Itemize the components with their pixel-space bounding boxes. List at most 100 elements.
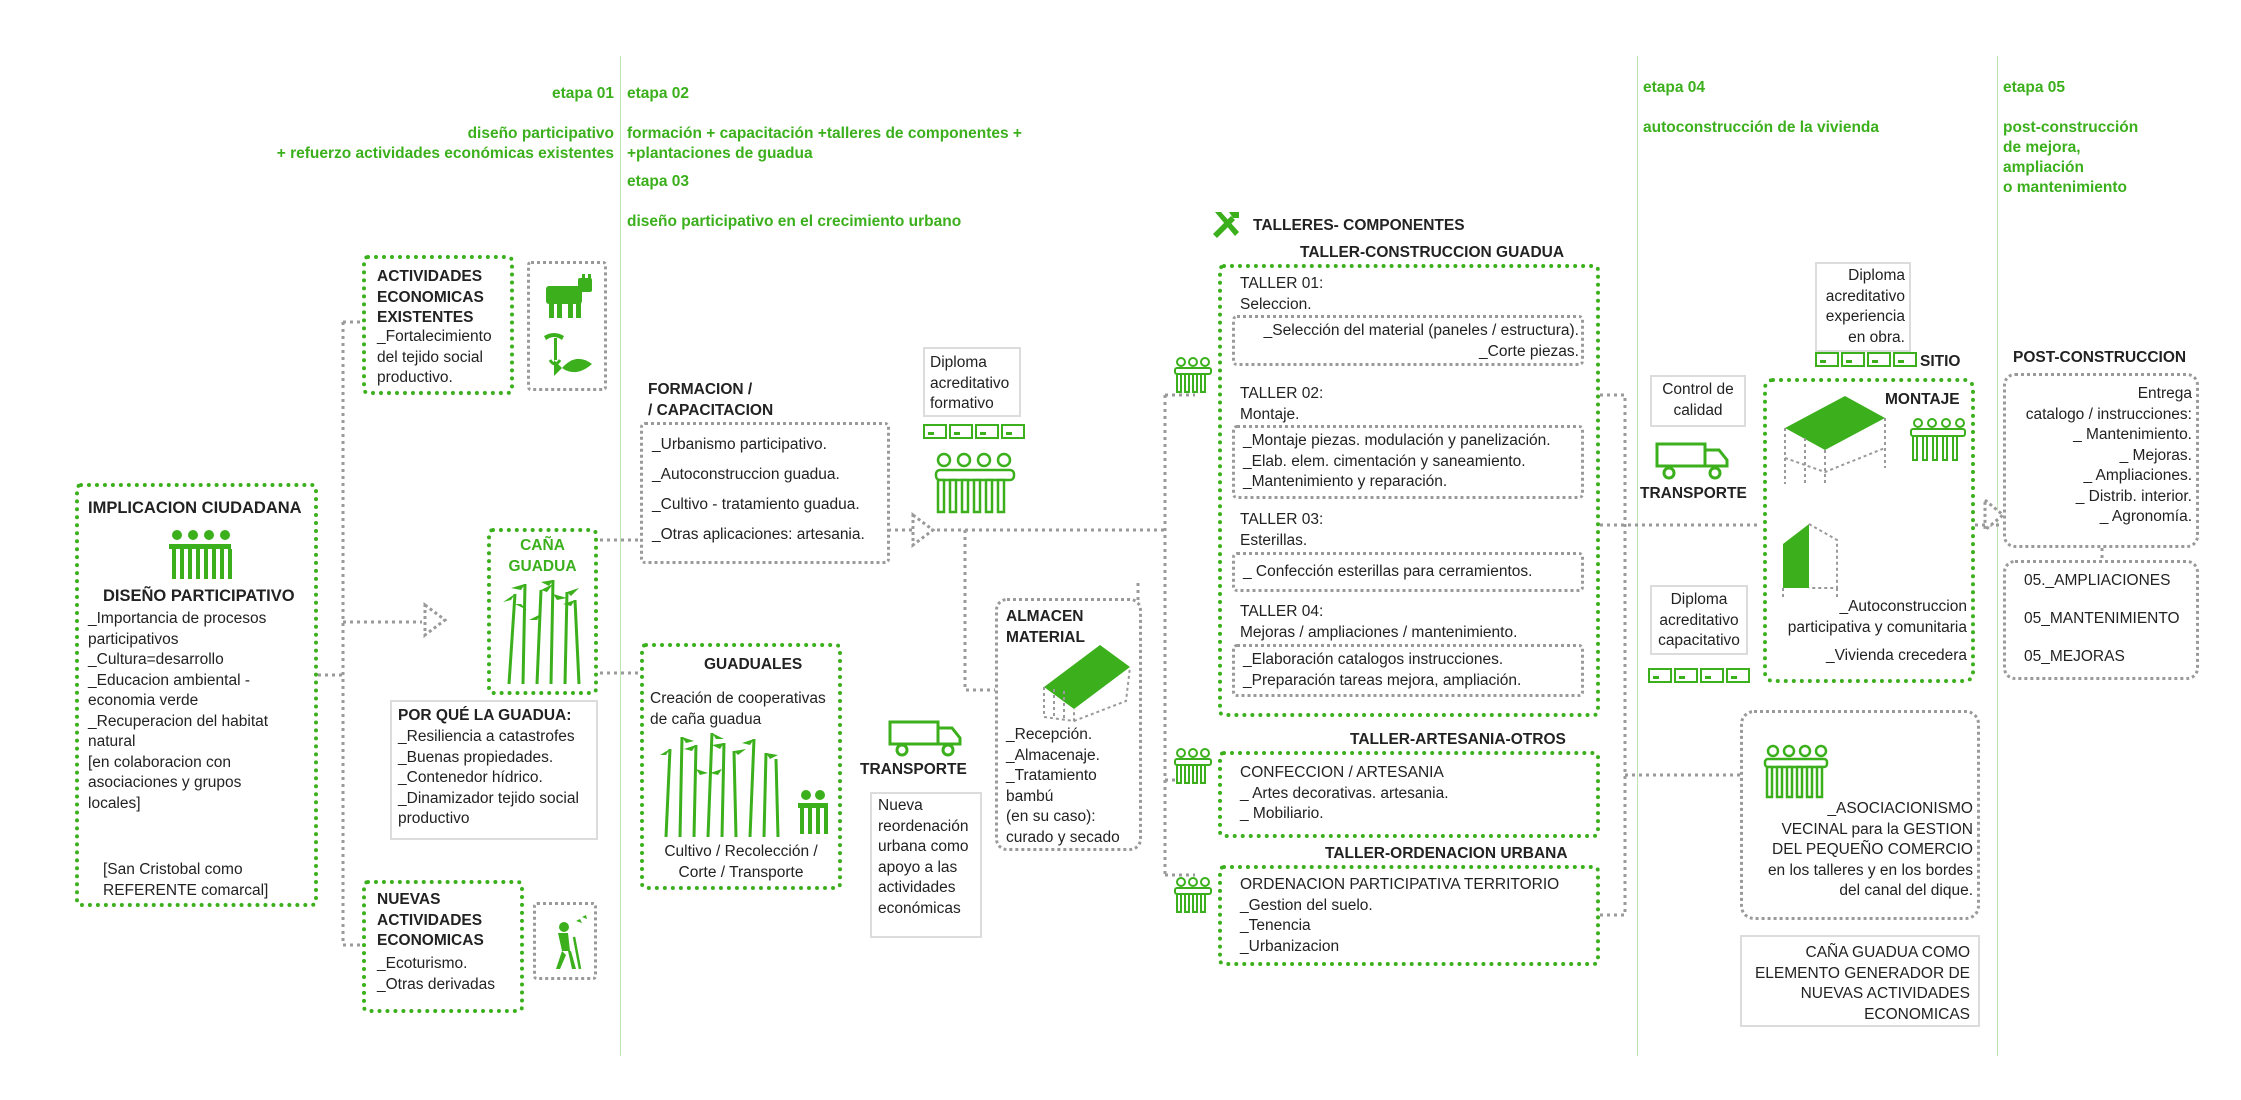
cow-icon [546,274,592,318]
stage-01-number: etapa 01 [551,85,614,102]
stage-05-heading: etapa 05 post-construcción de mejora, am… [2003,58,2223,218]
post-items-box: 05._AMPLIACIONES 05_MANTENIMIENTO 05_MEJ… [2003,560,2199,680]
diploma-icons [923,424,1025,439]
cana-generador-box: CAÑA GUADUA COMO ELEMENTO GENERADOR DE N… [1740,935,1980,1027]
post-item: 05_MANTENIMIENTO [2024,610,2180,627]
por-que-body: _Resiliencia a catastrofes _Buenas propi… [398,728,579,827]
workers-icon [1174,877,1212,913]
workers-icon [1910,418,1966,461]
almacen-material-box: ALMACEN MATERIAL _Recepción. _Almacenaje… [995,598,1142,851]
cana-guadua-title: CAÑA GUADUA [508,537,577,575]
taller-04-items: _Elaboración catalogos instrucciones. _P… [1243,651,1522,689]
montaje-body-1: _Autoconstruccion participativa y comuni… [1787,598,1967,636]
stage-01-heading: etapa 01 diseño participativo + refuerzo… [190,64,614,184]
implicacion-body: _Importancia de procesos participativos … [88,610,269,812]
ecotourism-icon-box [533,902,597,980]
implicacion-footer: [San Cristobal como REFERENTE comarcal] [103,861,269,899]
taller-03-items-box: _ Confección esterillas para cerramiento… [1232,552,1584,592]
post-construccion-box: Entrega catalogo / instrucciones: _ Mant… [2003,373,2199,548]
stage-05-text: post-construcción de mejora, ampliación … [2003,119,2139,196]
nueva-reordenacion-box: Nueva reordenación urbana como apoyo a l… [870,792,982,938]
nueva-reordenacion-text: Nueva reordenación urbana como apoyo a l… [878,797,969,917]
asociacionismo-text: _ASOCIACIONISMO VECINAL para la GESTION … [1767,800,1973,899]
warehouse-icon [1043,645,1131,723]
taller-02-items-box: _Montaje piezas. modulación y panelizaci… [1232,425,1584,499]
diploma-capacitativo-box: Diploma acreditativo capacitativo [1650,585,1748,655]
diploma-formativo-text: Diploma acreditativo formativo [930,354,1010,412]
stage-divider [620,56,621,1056]
trainees-icon-box [927,447,1021,517]
diploma-formativo-box: Diploma acreditativo formativo [923,347,1021,417]
workers-icon [1174,748,1212,784]
actividades-body: _Fortalecimiento del tejido social produ… [377,328,492,386]
formacion-item: _Cultivo - tratamiento guadua. [652,496,860,513]
control-calidad-text: Control de calidad [1662,381,1734,419]
actividades-economicas-box: ACTIVIDADES ECONOMICAS EXISTENTES _Forta… [362,255,514,395]
transporte-2-label: TRANSPORTE [1640,485,1747,502]
diploma-experiencia-text: Diploma acreditativo experiencia en obra… [1825,267,1905,346]
stage-03-number: etapa 03 [627,173,690,190]
guaduales-footer: Cultivo / Recolección / Corte / Transpor… [664,843,818,881]
cana-generador-text: CAÑA GUADUA COMO ELEMENTO GENERADOR DE N… [1754,944,1970,1023]
stage-03-heading: etapa 03 diseño participativo en el crec… [627,152,1147,252]
formacion-item: _Urbanismo participativo. [652,436,827,453]
growing-house-icon [1782,523,1838,600]
por-que-title: POR QUÉ LA GUADUA: [398,707,572,724]
formacion-item: _Otras aplicaciones: artesania. [652,526,865,543]
transporte-1-label: TRANSPORTE [860,761,967,778]
cana-guadua-box: CAÑA GUADUA [487,528,598,695]
montaje-box: MONTAJE _Autoconstruccion participativa … [1763,378,1975,683]
stage-02-number: etapa 02 [627,85,690,102]
truck-icon [1655,442,1729,480]
diseno-participativo-title: DISEÑO PARTICIPATIVO [103,587,295,605]
community-icon [169,530,232,579]
asociacionismo-box: _ASOCIACIONISMO VECINAL para la GESTION … [1740,710,1980,920]
stage-05-number: etapa 05 [2003,79,2066,96]
post-construccion-title: POST-CONSTRUCCION [2013,349,2187,366]
taller-03-name: TALLER 03: Esterillas. [1240,511,1324,549]
tools-icon [1213,212,1239,238]
talleres-header: TALLERES- COMPONENTES [1253,217,1465,234]
nuevas-actividades-box: NUEVAS ACTIVIDADES ECONOMICAS _Ecoturism… [362,880,524,1013]
nuevas-title: NUEVAS ACTIVIDADES ECONOMICAS [377,891,484,949]
taller-artesania-title: TALLER-ARTESANIA-OTROS [1350,731,1566,748]
stage-02-heading: etapa 02 formación + capacitación +talle… [627,64,1147,184]
guaduales-body: Creación de cooperativas de caña guadua [650,690,826,728]
diploma-icons [1815,352,1917,367]
taller-ordenacion-box: ORDENACION PARTICIPATIVA TERRITORIO _Ges… [1218,865,1600,966]
hiker-icon [556,915,587,970]
almacen-title: ALMACEN MATERIAL [1006,608,1085,646]
community-icon [1763,744,1829,799]
por-que-guadua-box: POR QUÉ LA GUADUA: _Resiliencia a catast… [390,700,598,840]
post-construccion-body: Entrega catalogo / instrucciones: _ Mant… [2025,385,2192,525]
taller-construccion-title: TALLER-CONSTRUCCION GUADUA [1300,244,1565,261]
taller-construccion-box: TALLER 01: Seleccion. _Selección del mat… [1218,264,1600,717]
group-icon [934,452,1016,514]
fish-icon [544,333,592,376]
taller-ordenacion-body: ORDENACION PARTICIPATIVA TERRITORIO _Ges… [1240,876,1560,955]
diploma-experiencia-box: Diploma acreditativo experiencia en obra… [1815,262,1911,352]
taller-03-items: _ Confección esterillas para cerramiento… [1243,563,1533,580]
guaduales-title: GUADUALES [704,656,803,673]
workers-icon [1174,357,1212,393]
post-item: 05_MEJORAS [2024,648,2125,665]
stage-02-text: formación + capacitación +talleres de co… [627,125,1022,162]
stage-04-number: etapa 04 [1643,79,1706,96]
taller-01-items: _Selección del material (paneles / estru… [1263,322,1579,360]
implicacion-title: IMPLICACION CIUDADANA [88,499,302,517]
stage-01-text: diseño participativo + refuerzo activida… [276,125,614,162]
sitio-label: SITIO [1920,353,1961,370]
control-calidad-box: Control de calidad [1650,375,1746,427]
bamboo-icon [503,579,581,685]
taller-ordenacion-title: TALLER-ORDENACION URBANA [1325,845,1568,862]
formacion-box: _Urbanismo participativo. _Autoconstrucc… [640,422,890,564]
taller-02-name: TALLER 02: Montaje. [1240,385,1324,423]
taller-01-items-box: _Selección del material (paneles / estru… [1232,315,1584,366]
diploma-icons [1648,668,1750,683]
formacion-title: FORMACION / / CAPACITACION [648,381,774,419]
guaduales-box: GUADUALES Creación de cooperativas de ca… [640,643,842,890]
formacion-item: _Autoconstruccion guadua. [652,466,840,483]
bamboo-grove-icon [660,732,828,838]
taller-01-name: TALLER 01: Seleccion. [1240,275,1324,313]
